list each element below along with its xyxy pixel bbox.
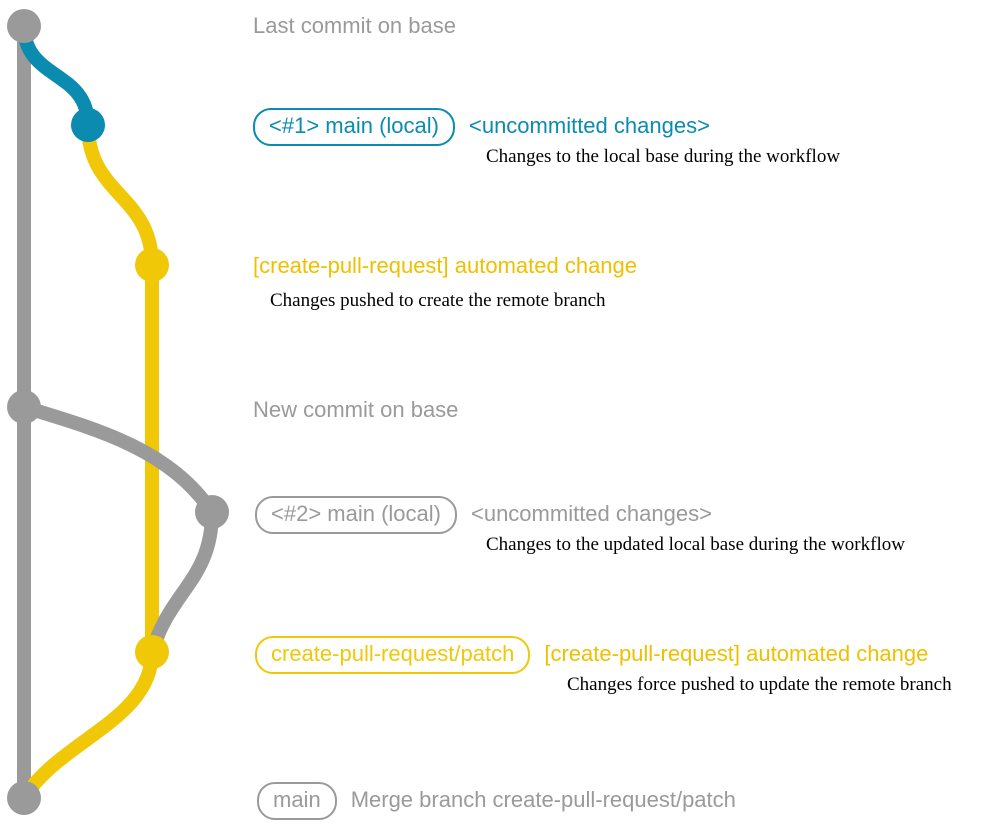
commit-node-local-1 [71, 108, 105, 142]
commit-note-remote-create: Changes pushed to create the remote bran… [270, 290, 606, 311]
commit-node-base-last [7, 9, 41, 43]
commit-subject-local-2: <uncommitted changes> [470, 501, 712, 526]
edge-local-to-remote [81, 118, 159, 272]
row-remote-update: create-pull-request/patch [create-pull-r… [255, 636, 928, 674]
commit-note-remote-update: Changes force pushed to update the remot… [567, 674, 952, 695]
row-local-2: <#2> main (local) <uncommitted changes> [255, 496, 712, 534]
branch-badge-main-local-2[interactable]: <#2> main (local) [255, 496, 457, 534]
commit-subject-merge: Merge branch create-pull-request/patch [350, 787, 736, 812]
row-remote-create: [create-pull-request] automated change [253, 253, 637, 279]
commit-note-local-2: Changes to the updated local base during… [486, 534, 905, 555]
commit-node-remote-1 [135, 248, 169, 282]
label-new-commit-on-base: New commit on base [253, 397, 459, 422]
edge-base-to-local [17, 19, 95, 132]
row-merge-main: main Merge branch create-pull-request/pa… [257, 782, 736, 820]
branch-badge-create-pull-request-patch[interactable]: create-pull-request/patch [255, 636, 531, 674]
commit-note-local-1: Changes to the local base during the wor… [486, 146, 841, 167]
branch-badge-main-local-1[interactable]: <#1> main (local) [253, 108, 455, 146]
row-local-1: <#1> main (local) <uncommitted changes> [253, 108, 710, 146]
edge-rebase-to-remote [145, 505, 219, 659]
commit-subject-remote-create: [create-pull-request] automated change [253, 253, 638, 278]
label-last-commit-on-base: Last commit on base [253, 13, 456, 38]
commit-node-remote-2 [135, 635, 169, 669]
commit-node-local-2 [195, 495, 229, 529]
edge-base-to-rebase [17, 400, 219, 519]
commit-graph [7, 9, 229, 815]
commit-subject-remote-update: [create-pull-request] automated change [544, 641, 929, 666]
commit-node-merge [7, 781, 41, 815]
commit-subject-local-1: <uncommitted changes> [468, 113, 710, 138]
branch-badge-main[interactable]: main [257, 782, 337, 820]
edge-remote-to-merge [17, 645, 159, 805]
commit-node-base-new [7, 390, 41, 424]
